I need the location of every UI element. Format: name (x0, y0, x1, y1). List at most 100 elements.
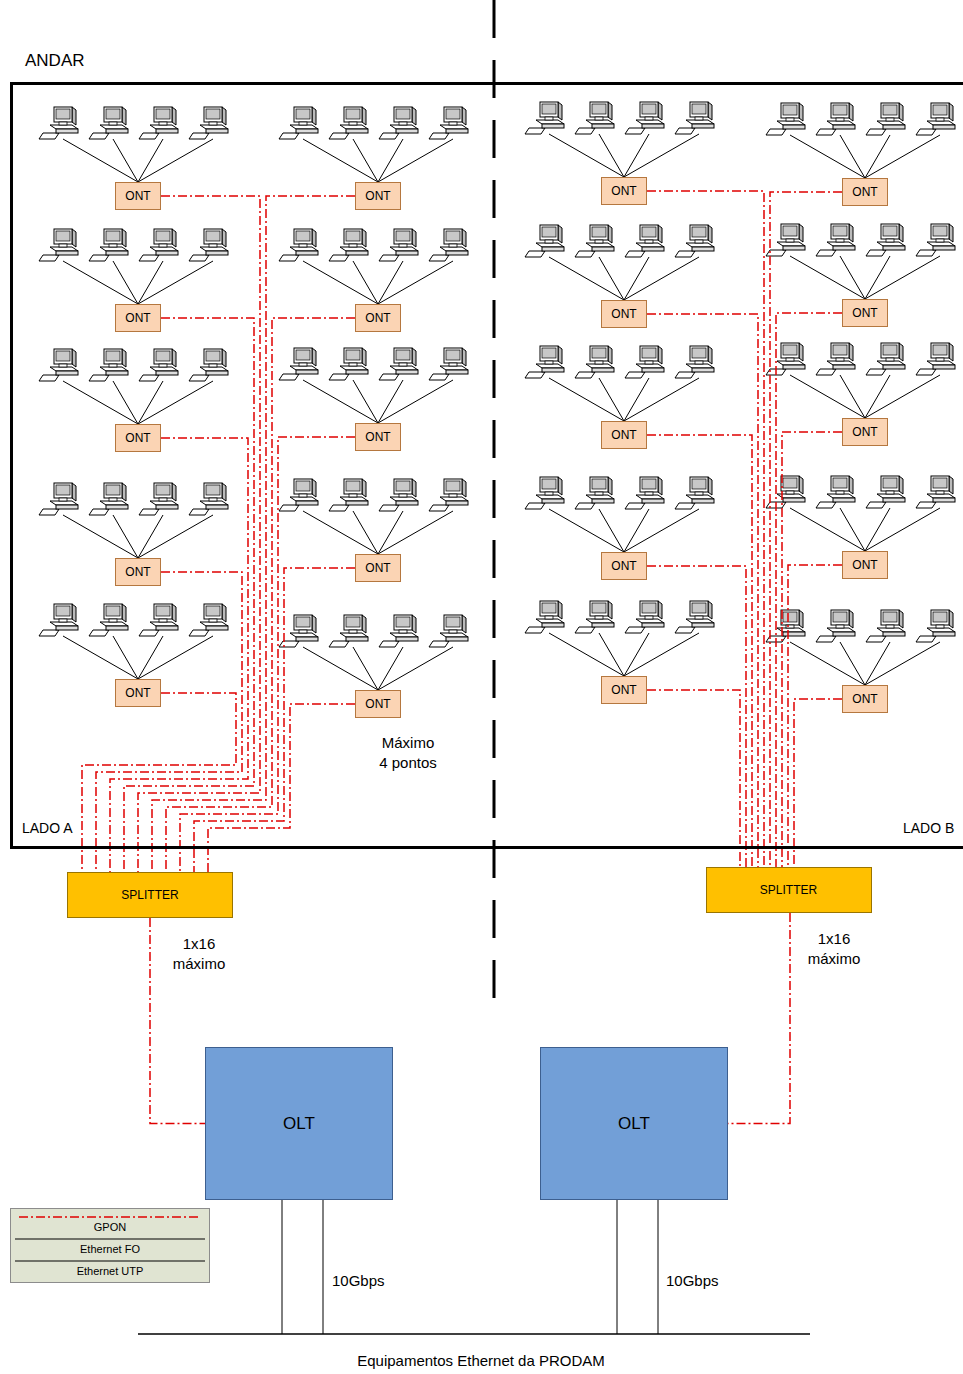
keyboard-shape (675, 251, 695, 257)
computer-icon (675, 346, 714, 378)
cpu-front (642, 124, 664, 128)
keyboard-shape (329, 374, 349, 380)
cpu-front (833, 125, 855, 129)
cpu-top (150, 247, 178, 251)
monitor-screen (642, 104, 656, 114)
monitor-side (462, 479, 466, 497)
cpu-front (106, 371, 128, 375)
computer-icon (525, 346, 564, 378)
keyboard-shape (866, 369, 886, 375)
utp-line (378, 261, 453, 304)
cpu-front (56, 129, 78, 133)
cpu-front (933, 365, 955, 369)
monitor-side (799, 343, 803, 361)
ont-box: ONT (355, 423, 401, 451)
keyboard-shape (139, 630, 159, 636)
monitor-stand (299, 630, 307, 633)
keyboard-shape (189, 133, 209, 139)
box-label: ONT (125, 565, 150, 579)
cpu-front (783, 498, 805, 502)
monitor-frame (881, 610, 899, 625)
legend-sample (15, 1235, 205, 1243)
monitor-side (899, 476, 903, 494)
computer-icon (675, 225, 714, 257)
monitor-stand (209, 244, 217, 247)
utp-line (599, 509, 624, 552)
monitor-frame (444, 479, 462, 494)
utp-line (865, 135, 890, 178)
cpu-top (390, 497, 418, 501)
cpu-top (150, 367, 178, 371)
ont-box: ONT (601, 300, 647, 328)
cpu-top (536, 243, 564, 247)
monitor-frame (54, 229, 72, 244)
computer-icon (429, 615, 468, 647)
monitor-screen (156, 231, 170, 241)
monitor-screen (933, 105, 947, 115)
monitor-frame (690, 102, 708, 117)
monitor-side (658, 225, 662, 243)
cpu-front (206, 129, 228, 133)
box-label: ONT (125, 189, 150, 203)
monitor-screen (346, 231, 360, 241)
computer-icon (39, 229, 78, 261)
monitor-frame (394, 479, 412, 494)
cpu-top (200, 622, 228, 626)
monitor-stand (109, 122, 117, 125)
computer-icon (675, 477, 714, 509)
monitor-frame (444, 229, 462, 244)
keyboard-shape (625, 372, 645, 378)
cpu-top (50, 367, 78, 371)
monitor-frame (394, 107, 412, 122)
cpu-front (206, 251, 228, 255)
ont-box: ONT (601, 421, 647, 449)
monitor-side (608, 102, 612, 120)
cpu-front (542, 247, 564, 251)
monitor-side (362, 479, 366, 497)
keyboard-shape (329, 133, 349, 139)
monitor-stand (159, 122, 167, 125)
monitor-side (949, 476, 953, 494)
computer-icon (525, 601, 564, 633)
utp-line (113, 636, 138, 679)
computer-icon (525, 102, 564, 134)
cpu-front (296, 637, 318, 641)
monitor-screen (642, 348, 656, 358)
cpu-top (927, 242, 955, 246)
computer-icon (39, 349, 78, 381)
monitor-stand (59, 498, 67, 501)
monitor-frame (104, 604, 122, 619)
monitor-stand (886, 491, 894, 494)
keyboard-shape (429, 641, 449, 647)
legend-text: Ethernet FO (15, 1243, 205, 1255)
cpu-front (346, 251, 368, 255)
monitor-side (72, 107, 76, 125)
cpu-front (592, 623, 614, 627)
computer-icon (625, 477, 664, 509)
keyboard-shape (189, 255, 209, 261)
computer-icon (139, 483, 178, 515)
ont-box: ONT (355, 182, 401, 210)
utp-line (840, 375, 865, 418)
monitor-side (172, 604, 176, 622)
utp-line (840, 508, 865, 551)
monitor-frame (444, 615, 462, 630)
computer-icon (279, 229, 318, 261)
ont-box: ONT (115, 182, 161, 210)
utp-line (303, 380, 378, 423)
cpu-front (296, 501, 318, 505)
utp-line (138, 261, 213, 304)
box-label: ONT (125, 686, 150, 700)
monitor-side (72, 229, 76, 247)
monitor-frame (540, 225, 558, 240)
utp-line (624, 509, 649, 552)
utp-line (865, 256, 940, 299)
computer-icon (575, 346, 614, 378)
keyboard-shape (916, 129, 936, 135)
monitor-side (122, 483, 126, 501)
monitor-stand (399, 494, 407, 497)
cpu-top (200, 125, 228, 129)
keyboard-shape (89, 375, 109, 381)
cpu-top (777, 242, 805, 246)
monitor-frame (831, 343, 849, 358)
